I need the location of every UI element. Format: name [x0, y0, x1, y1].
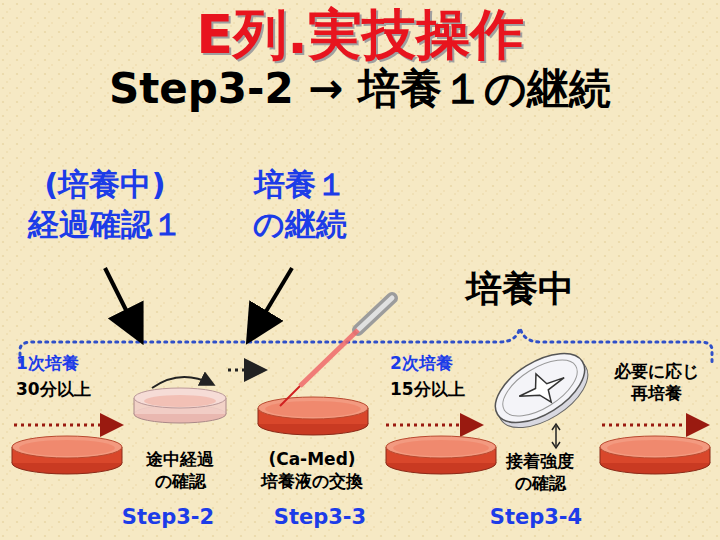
culture-dish — [600, 436, 710, 474]
leader-arrow — [250, 268, 292, 338]
tilted-dish — [484, 339, 600, 441]
duration: 30分以上 — [16, 378, 91, 400]
pipette — [280, 298, 392, 406]
subtitle: Step3-2 → 培養１の継続 — [109, 62, 611, 117]
callout: 培養１ の継続 — [253, 164, 347, 245]
callout: (培養中) 経過確認１ — [28, 164, 183, 245]
duration: 15分以上 — [390, 378, 465, 400]
stage-name: 1次培養 — [16, 352, 79, 374]
culture-dish — [258, 397, 368, 435]
step-label: Step3-4 — [490, 504, 582, 531]
step-caption: (Ca-Med) 培養液の交換 — [261, 448, 363, 492]
step-caption: 途中経過 の確認 — [146, 448, 214, 492]
culture-dish — [386, 436, 496, 474]
culture-dish — [12, 436, 122, 474]
stage-name: 2次培養 — [390, 352, 453, 374]
lidded-dish — [134, 377, 226, 423]
step-label: Step3-3 — [274, 504, 366, 531]
step-caption: 接着強度 の確認 — [506, 450, 574, 494]
span-brace — [20, 328, 712, 362]
step-label: Step3-2 — [122, 504, 214, 531]
phase-label: 培養中 — [466, 266, 574, 313]
step-arrow — [228, 369, 262, 372]
title: E列.実技操作 — [196, 0, 523, 70]
leader-arrow — [105, 268, 140, 338]
double-arrow — [552, 424, 560, 448]
note: 必要に応じ 再培養 — [614, 360, 699, 404]
